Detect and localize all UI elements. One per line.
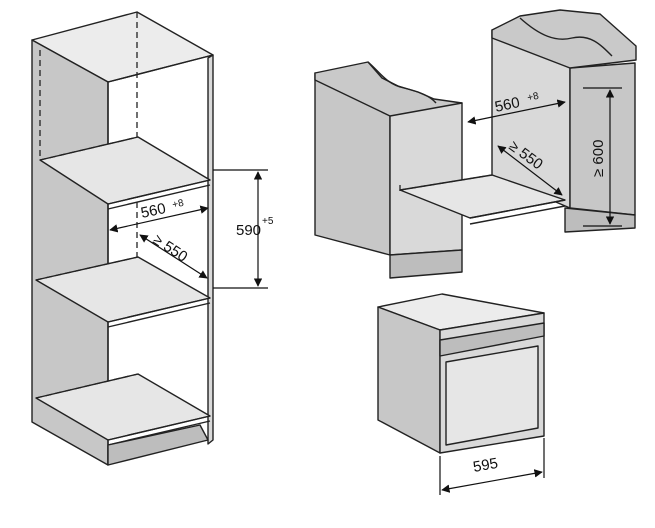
oven-side (377, 306, 441, 454)
oven-width-label: 595 (472, 455, 500, 476)
base-width-dimension-line (467, 99, 566, 125)
tall-width-dimension-line (109, 205, 209, 233)
base-left-cabinet-front (389, 102, 463, 256)
tall-width-tolerance: +8 (171, 198, 185, 211)
base-width-tolerance: +8 (526, 91, 540, 104)
base-unit: 560 +8 ≥ 550 ≥ 600 (314, 9, 637, 279)
base-depth-dimension-line (497, 145, 563, 196)
oven-control-panel (439, 322, 545, 357)
tall-unit-right-panel (207, 54, 214, 445)
base-left-cabinet-plinth (389, 249, 463, 279)
tall-depth-label: ≥ 550 (150, 231, 191, 266)
tall-width-label: 560 (139, 200, 167, 222)
oven-appliance: 595 (377, 293, 545, 495)
tall-depth-dimension-line (139, 234, 208, 279)
base-right-cabinet-front (569, 62, 636, 216)
base-height-label: ≥ 600 (590, 140, 607, 177)
oven-width-dimension-line (441, 469, 543, 493)
oven-door-window (445, 345, 539, 446)
tall-height-tolerance: +5 (262, 216, 274, 227)
tall-unit-plinth (107, 424, 209, 466)
base-width-label: 560 (493, 94, 521, 116)
tall-housing-unit: 560 +8 ≥ 550 590 +5 (31, 11, 274, 466)
tall-height-label: 590 (236, 222, 261, 239)
